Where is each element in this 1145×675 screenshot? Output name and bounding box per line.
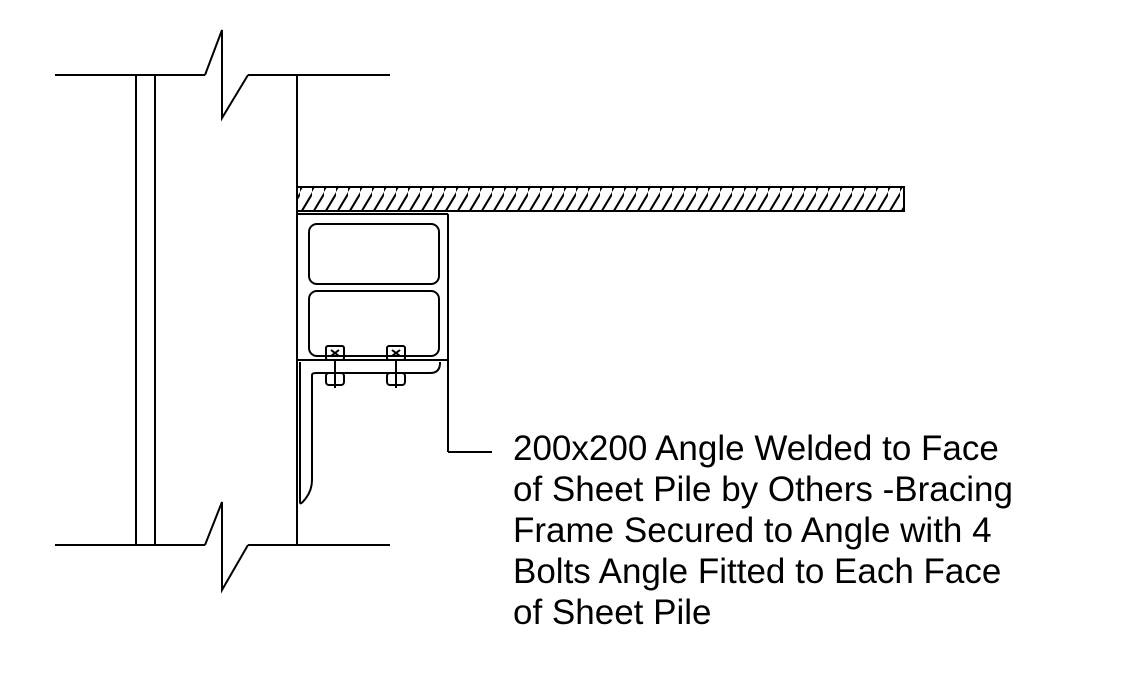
bracing-frame <box>296 211 449 452</box>
bolt-right <box>386 345 406 388</box>
callout-line-3: Frame Secured to Angle with 4 <box>513 511 992 550</box>
sheet-pile <box>55 29 390 594</box>
callout-line-4: Bolts Angle Fitted to Each Face <box>513 552 1002 591</box>
bolt-left <box>325 345 345 388</box>
callout-note: 200x200 Angle Welded to Face of Sheet Pi… <box>513 428 1133 633</box>
callout-line-2: of Sheet Pile by Others -Bracing <box>513 470 1013 509</box>
callout-line-1: 200x200 Angle Welded to Face <box>513 429 999 468</box>
angle-section <box>299 362 441 505</box>
hatched-waling <box>296 186 905 212</box>
callout-line-5: of Sheet Pile <box>513 593 712 632</box>
